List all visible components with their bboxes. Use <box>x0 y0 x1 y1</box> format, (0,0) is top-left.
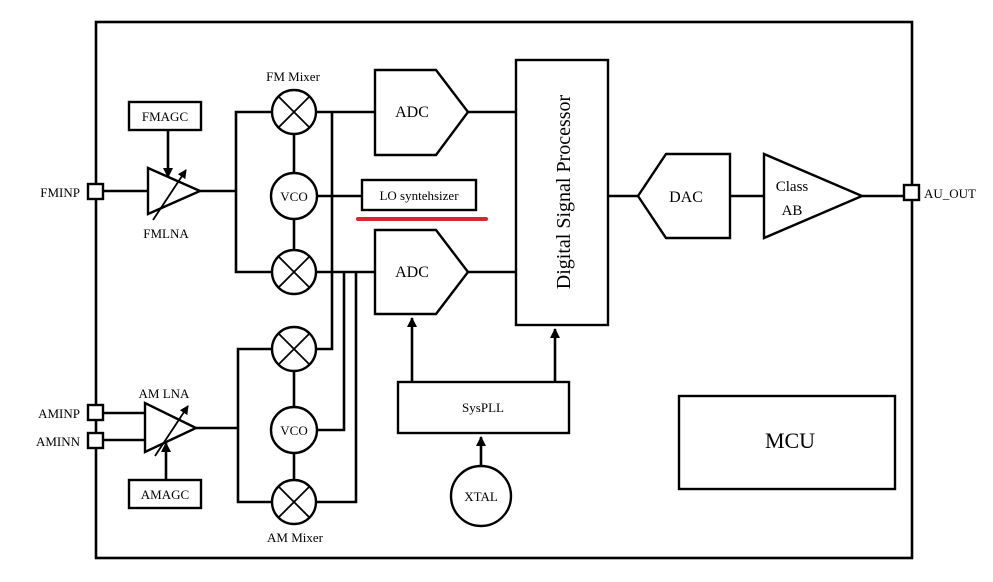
mcu-block <box>677 394 897 491</box>
am-mixer-label: AM Mixer <box>267 530 324 545</box>
wire-am-mixer-bottom-adc <box>316 272 358 504</box>
amagc-label: AMAGC <box>141 487 189 502</box>
fm-mixer-label: FM Mixer <box>266 69 320 84</box>
au-out-label: AU_OUT <box>924 186 976 201</box>
wire-am-split <box>236 347 272 504</box>
am-vco-label: VCO <box>280 423 307 438</box>
aminn-label: AMINN <box>36 434 81 449</box>
wire-fm-split <box>234 110 272 274</box>
au-out-pin <box>902 183 921 202</box>
class-ab-label-line2: AB <box>782 203 803 219</box>
fm-mixer-top <box>270 88 318 136</box>
fmlna-label: FMLNA <box>143 226 189 241</box>
xtal-label: XTAL <box>464 489 498 504</box>
wire-am-vco-route <box>317 272 346 432</box>
amlna-gain-arrow <box>154 405 189 457</box>
fminp-label: FMINP <box>40 185 80 200</box>
adc-bottom-label: ADC <box>395 264 429 281</box>
fminp-pin <box>86 182 105 201</box>
adc-bottom-block <box>373 228 470 316</box>
wire-am-mixer-top-adc <box>316 112 334 351</box>
lo-synthesizer-block <box>360 178 478 212</box>
amagc-block <box>127 478 203 510</box>
adc-top-block <box>373 68 470 157</box>
amlna-label: AM LNA <box>139 386 191 401</box>
dsp-block <box>514 58 610 327</box>
syspll-block <box>396 380 571 435</box>
adc-top-label: ADC <box>395 104 429 121</box>
aminp-label: AMINP <box>38 406 80 421</box>
fmagc-label: FMAGC <box>142 109 188 124</box>
lo-synthesizer-label: LO syntehsizer <box>379 188 459 203</box>
dac-label: DAC <box>669 189 703 206</box>
syspll-label: SysPLL <box>462 400 504 415</box>
dsp-label: Digital Signal Processor <box>553 94 575 289</box>
am-mixer-top <box>270 325 318 373</box>
aminp-pin <box>86 403 105 422</box>
aminn-pin <box>86 431 105 450</box>
chip-boundary <box>94 20 914 560</box>
mcu-label: MCU <box>765 428 815 453</box>
class-ab-label-line1: Class <box>776 179 809 195</box>
fmlna-amplifier <box>146 166 203 216</box>
class-ab-amplifier <box>762 152 866 240</box>
fmlna-gain-arrow <box>152 169 187 221</box>
am-mixer-bottom <box>270 478 318 526</box>
fm-mixer-bottom <box>270 248 318 296</box>
fmagc-block <box>127 100 203 132</box>
fm-vco-label: VCO <box>280 189 307 204</box>
amlna-amplifier <box>143 401 199 454</box>
